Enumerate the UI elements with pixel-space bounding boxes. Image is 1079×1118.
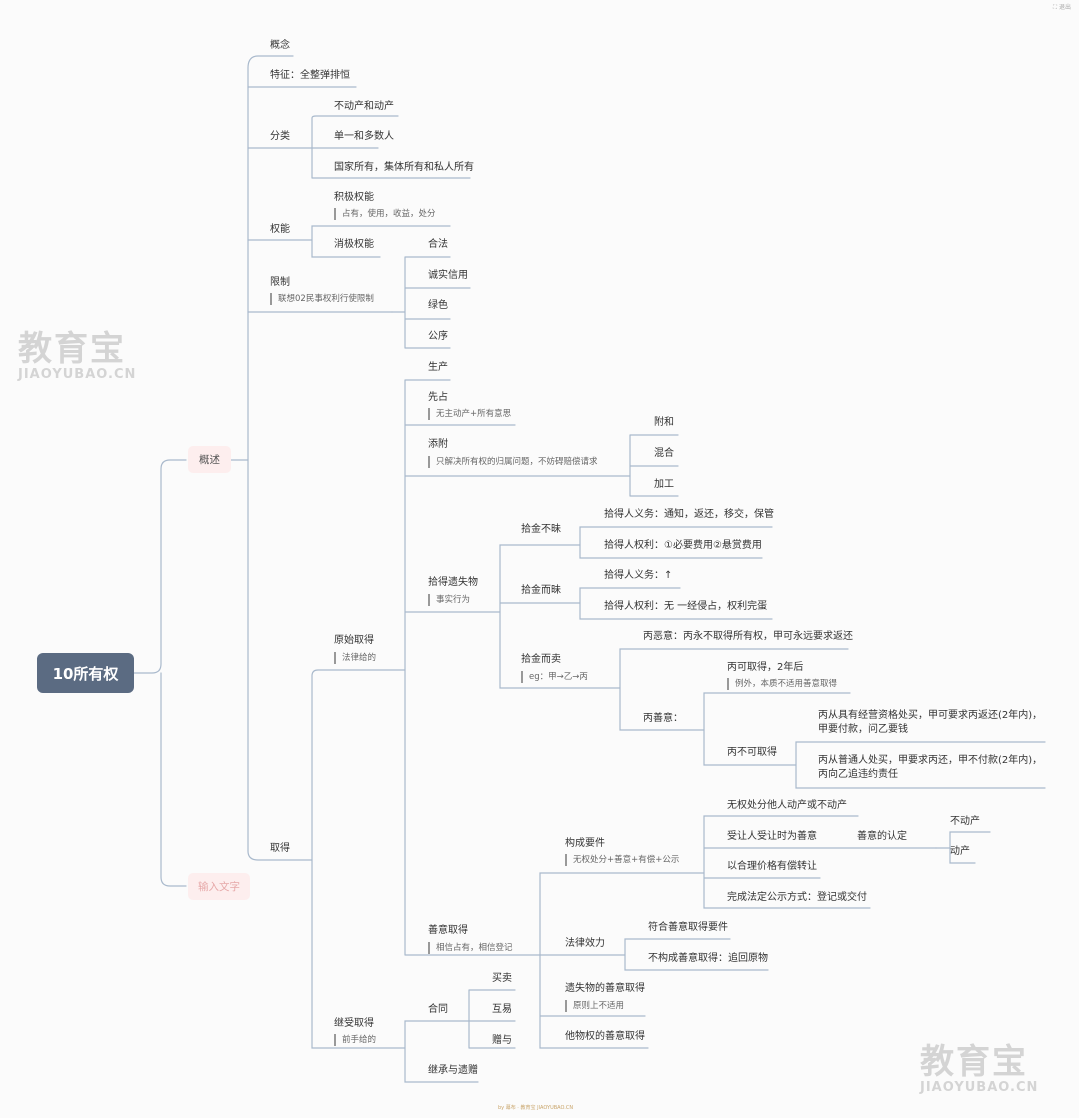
footer-credit: by 幕布 · 教育宝 JIAOYUBAO.CN: [498, 1105, 574, 1111]
node-concept[interactable]: 概念: [270, 40, 290, 51]
node-element-2[interactable]: 受让人受让时为善意: [727, 831, 817, 842]
note-sell: eg：甲→乙→丙: [521, 671, 588, 683]
node-element-1[interactable]: 无权处分他人动产或不动产: [727, 800, 847, 811]
node-contract-3[interactable]: 赠与: [492, 1035, 512, 1046]
node-power[interactable]: 权能: [270, 224, 290, 235]
node-limit[interactable]: 限制: [270, 277, 290, 288]
node-lost-property[interactable]: 拾得遗失物: [428, 577, 478, 588]
node-honest-1[interactable]: 拾得人义务：通知，返还，移交，保管: [604, 509, 774, 520]
note-original: 法律给的: [334, 652, 376, 664]
node-dishonest-2[interactable]: 拾得人权利：无 一经侵占，权利完蛋: [604, 601, 768, 612]
node-good-faith[interactable]: 丙善意：: [643, 713, 683, 724]
node-case-2[interactable]: 丙从普通人处买，甲要求丙还，甲不付款(2年内)，丙向乙追违约责任: [818, 755, 1043, 780]
node-other-right[interactable]: 他物权的善意取得: [565, 1031, 645, 1042]
node-occupy[interactable]: 先占: [428, 392, 448, 403]
note-limit: 联想02民事权利行使限制: [270, 293, 374, 305]
node-positive-power[interactable]: 积极权能: [334, 192, 374, 203]
node-contract-2[interactable]: 互易: [492, 1004, 512, 1015]
node-gaishu[interactable]: 概述: [188, 446, 231, 473]
node-good-faith-acquire[interactable]: 善意取得: [428, 925, 468, 936]
node-produce[interactable]: 生产: [428, 362, 448, 373]
node-original[interactable]: 原始取得: [334, 635, 374, 646]
node-element-4[interactable]: 完成法定公示方式：登记或交付: [727, 892, 867, 903]
watermark-right-url: JIAOYUBAO.CN: [920, 1080, 1039, 1095]
node-element-3[interactable]: 以合理价格有偿转让: [727, 861, 817, 872]
watermark-right-name: 教育宝: [920, 1042, 1028, 1082]
watermark-right: 教育宝 JIAOYUBAO.CN: [920, 1043, 1038, 1095]
node-effect-1[interactable]: 符合善意取得要件: [648, 922, 728, 933]
node-feature[interactable]: 特征：全整弹排恒: [270, 70, 350, 81]
node-contract-1[interactable]: 买卖: [492, 973, 512, 984]
node-honest[interactable]: 拾金不昧: [521, 524, 561, 535]
node-contract[interactable]: 合同: [428, 1004, 448, 1015]
node-lost-good-faith[interactable]: 遗失物的善意取得: [565, 983, 645, 994]
node-honest-2[interactable]: 拾得人权利：①必要费用②悬赏费用: [604, 540, 762, 551]
watermark-left-name: 教育宝: [18, 329, 126, 369]
node-attach-3[interactable]: 加工: [654, 479, 674, 490]
node-attach[interactable]: 添附: [428, 439, 448, 450]
node-case-1[interactable]: 丙从具有经营资格处买，甲可要求丙返还(2年内)，甲要付款，问乙要钱: [818, 710, 1043, 735]
note-positive-power: 占有，使用，收益，处分: [334, 208, 436, 220]
node-attach-2[interactable]: 混合: [654, 448, 674, 459]
node-classify[interactable]: 分类: [270, 131, 290, 142]
node-limit-1[interactable]: 合法: [428, 239, 448, 250]
node-bad-faith[interactable]: 丙恶意：丙永不取得所有权，甲可永远要求返还: [643, 631, 853, 642]
note-good-faith-acquire: 相信占有，相信登记: [428, 942, 513, 954]
node-limit-4[interactable]: 公序: [428, 331, 448, 342]
node-effect-2[interactable]: 不构成善意取得：追回原物: [648, 953, 768, 964]
note-occupy: 无主动产+所有意思: [428, 408, 511, 420]
node-element-2-sub[interactable]: 善意的认定: [857, 831, 907, 842]
node-effect[interactable]: 法律效力: [565, 938, 605, 949]
node-can-get[interactable]: 丙可取得，2年后: [727, 662, 804, 673]
node-input-text[interactable]: 输入文字: [188, 873, 250, 900]
node-succession[interactable]: 继承与遗赠: [428, 1065, 478, 1076]
node-classify-2[interactable]: 单一和多数人: [334, 131, 394, 142]
note-elements: 无权处分+善意+有偿+公示: [565, 854, 679, 866]
node-inherit[interactable]: 继受取得: [334, 1018, 374, 1029]
node-dishonest-1[interactable]: 拾得人义务：↑: [604, 570, 673, 581]
node-classify-1[interactable]: 不动产和动产: [334, 101, 394, 112]
watermark-left: 教育宝 JIAOYUBAO.CN: [18, 330, 136, 382]
node-acquire[interactable]: 取得: [270, 843, 290, 854]
node-element-2-b[interactable]: 动产: [950, 846, 970, 857]
root-node[interactable]: 10所有权: [37, 653, 134, 693]
node-element-2-a[interactable]: 不动产: [950, 816, 980, 827]
node-classify-3[interactable]: 国家所有，集体所有和私人所有: [334, 162, 474, 173]
node-limit-2[interactable]: 诚实信用: [428, 270, 468, 281]
note-lost-good-faith: 原则上不适用: [565, 1000, 624, 1012]
note-can-get: 例外，本质不适用善意取得: [727, 678, 837, 690]
note-inherit: 前手给的: [334, 1034, 376, 1046]
node-cannot-get[interactable]: 丙不可取得: [727, 747, 777, 758]
node-dishonest[interactable]: 拾金而昧: [521, 585, 561, 596]
note-lost-property: 事实行为: [428, 594, 470, 606]
node-limit-3[interactable]: 绿色: [428, 300, 448, 311]
node-attach-1[interactable]: 附和: [654, 417, 674, 428]
watermark-left-url: JIAOYUBAO.CN: [18, 367, 137, 382]
exit-fullscreen-button[interactable]: ⛶ 退出: [1052, 4, 1071, 11]
note-attach: 只解决所有权的归属问题，不妨碍赔偿请求: [428, 456, 598, 468]
node-elements[interactable]: 构成要件: [565, 838, 605, 849]
node-negative-power[interactable]: 消极权能: [334, 239, 374, 250]
node-sell[interactable]: 拾金而卖: [521, 654, 561, 665]
